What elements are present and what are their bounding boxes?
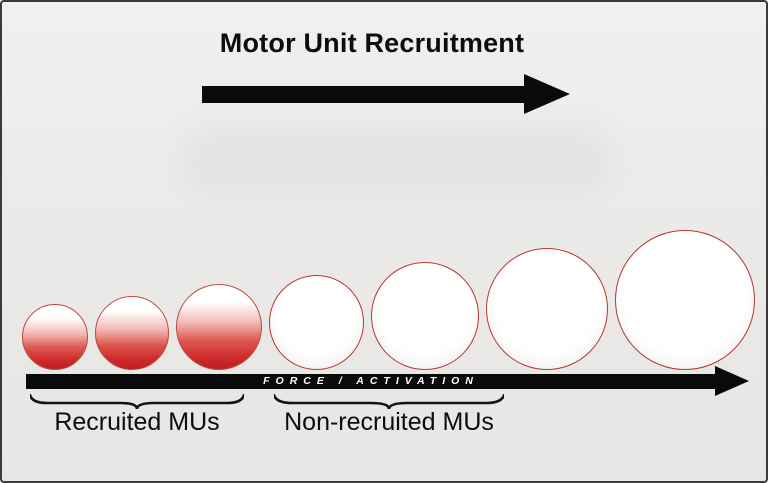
force-arrow-shaft: FORCE / ACTIVATION: [26, 373, 716, 389]
non-recruited-mu-circle: [371, 262, 479, 370]
diagram-title: Motor Unit Recruitment: [219, 28, 525, 58]
force-arrow-head-icon: [715, 366, 749, 396]
watermark-smudge: [182, 128, 612, 192]
motor-units-row: [22, 230, 755, 370]
recruitment-arrow-head-icon: [524, 74, 570, 114]
non-recruited-group-brace: [274, 394, 504, 410]
non-recruited-mu-circle: [486, 248, 608, 370]
force-axis-label: FORCE / ACTIVATION: [263, 375, 479, 387]
non-recruited-mus-label: Non-recruited MUs: [284, 408, 494, 436]
non-recruited-mu-circle: [615, 230, 755, 370]
recruited-mus-label: Recruited MUs: [54, 408, 220, 436]
recruited-mu-circle: [176, 284, 262, 370]
recruitment-direction-arrow: [202, 74, 570, 114]
force-axis-arrow: FORCE / ACTIVATION: [26, 366, 749, 396]
recruited-mu-circle: [22, 304, 88, 370]
recruited-group-brace: [30, 394, 244, 410]
recruitment-arrow-shaft: [202, 85, 524, 103]
recruited-mu-circle: [95, 296, 169, 370]
non-recruited-mu-circle: [269, 275, 364, 370]
